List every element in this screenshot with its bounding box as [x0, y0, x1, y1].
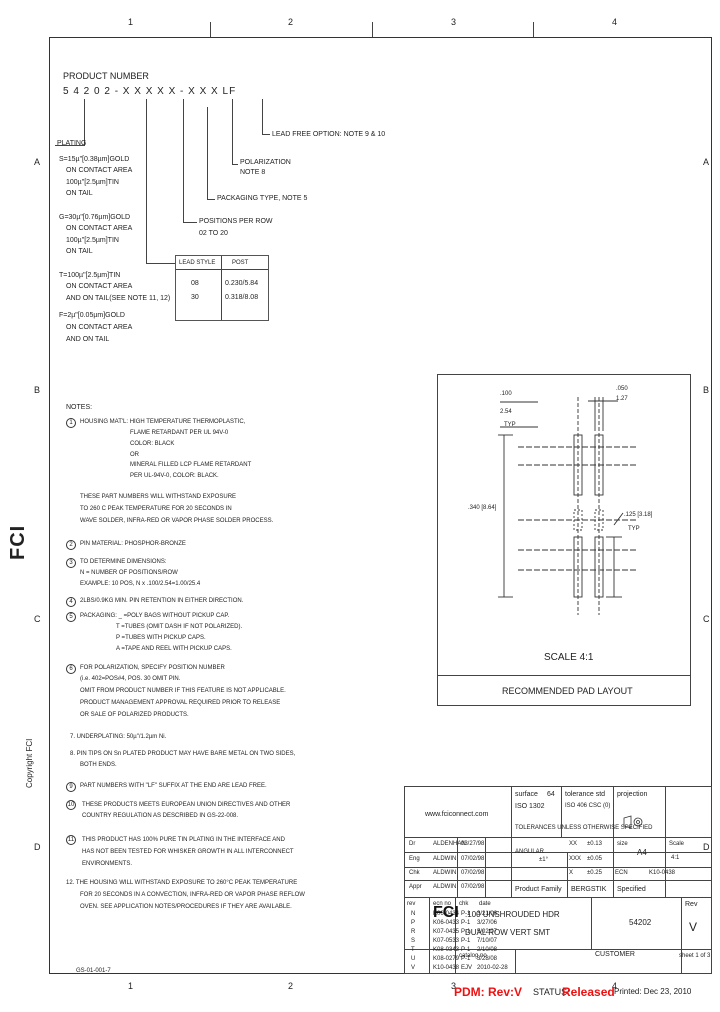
zone-top-2: 2 [288, 17, 294, 27]
pad-layout-drawing [498, 397, 638, 615]
pdm-rev: PDM: Rev:V [454, 985, 523, 999]
pitch-dim: .100 [500, 391, 512, 397]
part-title-1: .100 UNSHROUDED HDR [465, 910, 560, 919]
pad-width-dim: .050 [616, 386, 628, 392]
pad-layout-title: RECOMMENDED PAD LAYOUT [502, 686, 633, 696]
zone-left-C: C [34, 614, 41, 624]
zone-left-D: D [34, 842, 41, 852]
copyright-text: Copyright FCI [25, 738, 34, 788]
product-number-title: PRODUCT NUMBER [63, 71, 149, 81]
part-number: 54202 [629, 918, 652, 927]
zone-left-A: A [34, 157, 41, 167]
lead-free-callout: LEAD FREE OPTION: NOTE 9 & 10 [272, 131, 386, 138]
fci-logo: FCI [433, 904, 459, 921]
zone-bottom-2: 2 [288, 981, 294, 991]
printed-date: Printed: Dec 23, 2010 [614, 987, 692, 996]
fci-side-logo: FCI [7, 524, 29, 560]
length-dim: .340 [8.64] [468, 505, 497, 511]
notes-title: NOTES: [66, 404, 93, 411]
drawing-frame [49, 37, 712, 974]
zone-right-D: D [703, 842, 710, 852]
zone-bottom-4: 4 [612, 981, 618, 991]
pad-scale: SCALE 4:1 [544, 652, 594, 663]
status-released: Released [562, 985, 615, 999]
fci-url: www.fciconnect.com [425, 811, 489, 818]
product-number-code: 5 4 2 0 2 - X X X X X - X X X LF [63, 86, 237, 97]
title-block: www.fciconnect.com surface 64 ISO 1302 t… [404, 786, 712, 974]
polarization-callout: POLARIZATION [240, 159, 291, 166]
form-code: GS-01-001-7 [76, 968, 111, 974]
lead-style-table: LEAD STYLE POST 08 0.230/5.84 30 0.318/8… [175, 255, 269, 321]
rev-value: V [689, 920, 698, 934]
packaging-callout: PACKAGING TYPE, NOTE 5 [217, 195, 308, 202]
part-title-2: DUAL ROW VERT SMT [465, 928, 551, 937]
zone-top-1: 1 [128, 17, 134, 27]
zone-top-4: 4 [612, 17, 618, 27]
projection-symbol-icon [623, 815, 643, 829]
zone-left-B: B [34, 385, 41, 395]
zone-right-C: C [703, 614, 710, 624]
pad-layout-panel: .100 2.54 TYP .050 1.27 .340 [8.64] .125… [437, 374, 691, 706]
plating-title: PLATING [57, 140, 87, 147]
zone-bottom-1: 1 [128, 981, 134, 991]
positions-callout: POSITIONS PER ROW [199, 218, 273, 225]
pad-height-dim: .125 [3.18] [624, 512, 653, 518]
zone-right-B: B [703, 385, 710, 395]
zone-bottom-3: 3 [451, 981, 457, 991]
zone-right-A: A [703, 157, 710, 167]
zone-top-3: 3 [451, 17, 457, 27]
status-label: STATUS: [533, 987, 570, 997]
